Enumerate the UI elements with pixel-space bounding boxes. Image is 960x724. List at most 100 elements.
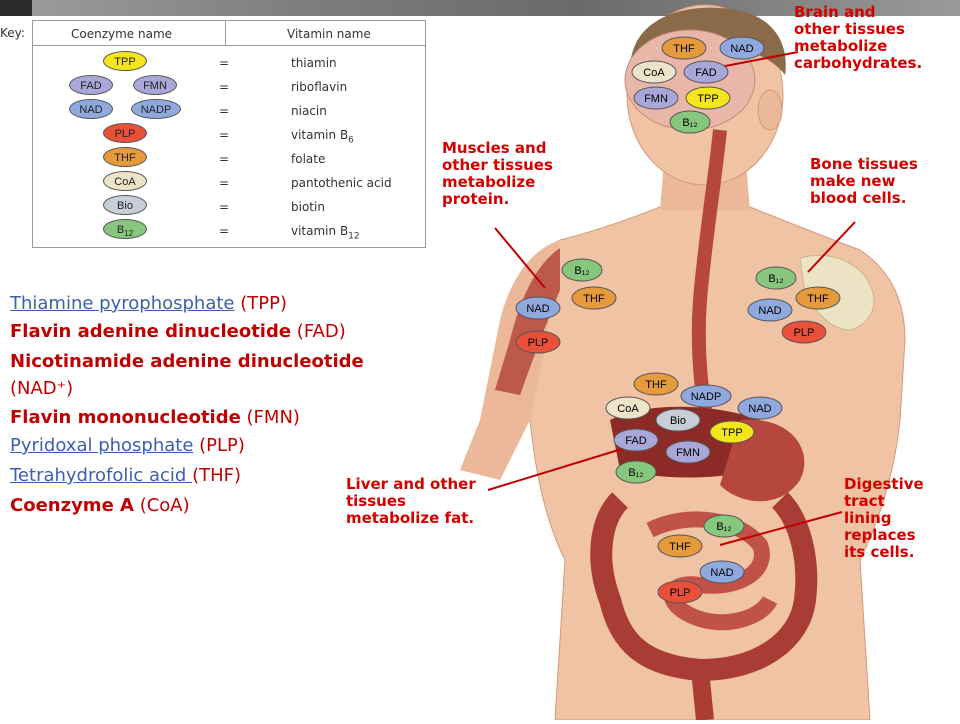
liver-nad-badge	[737, 396, 783, 420]
digestive-coenzyme-cluster: B₁₂ THF NAD PLP	[657, 514, 745, 604]
liver-coa-text: CoA	[617, 403, 639, 415]
fad-full-name: Flavin adenine dinucleotide	[10, 321, 292, 342]
fad-abbreviation: (FAD)	[291, 321, 346, 342]
key-label: Key:	[0, 26, 25, 40]
digestive-plp-badge	[657, 580, 703, 604]
fmn-full-name: Flavin mononucleotide	[10, 407, 241, 428]
muscle-thf-badge	[571, 286, 617, 310]
b12-coenzyme-badge: B12	[103, 219, 147, 239]
leader-line-digestive	[719, 511, 843, 546]
liver-bio-text: Bio	[670, 415, 686, 427]
liver-tpp-badge	[709, 420, 755, 444]
brain-b12-text: B₁₂	[682, 117, 697, 129]
names-line-tpp: Thiamine pyrophosphate (TPP)	[10, 292, 287, 316]
brain-fmn-badge	[633, 86, 679, 110]
brain-thf-badge	[661, 36, 707, 60]
coa-abbreviation: (CoA)	[133, 495, 190, 516]
digestive-thf-text: THF	[669, 541, 691, 553]
leader-line-liver	[487, 447, 626, 491]
muscle-coenzyme-cluster: B₁₂ NAD THF PLP	[515, 258, 617, 354]
brain-nad-badge	[719, 36, 765, 60]
key-row-riboflavin: FAD FMN = riboflavin	[33, 75, 425, 99]
caption-muscles: Muscles and other tissues metabolize pro…	[442, 139, 553, 208]
bone-nad-text: NAD	[758, 305, 781, 317]
key-row-folate: THF = folate	[33, 147, 425, 171]
liver-bio-badge	[655, 408, 701, 432]
names-line-fad: Flavin adenine dinucleotide (FAD)	[10, 320, 346, 344]
nad-abbreviation: (NAD⁺)	[10, 378, 74, 399]
brain-coa-badge	[631, 60, 677, 84]
liver-fad-badge	[613, 428, 659, 452]
bone-coenzyme-cluster: B₁₂ THF NAD PLP	[747, 266, 841, 344]
brain-coa-text: CoA	[643, 67, 665, 79]
liver-coenzyme-cluster: THF NADP CoA NAD Bio TPP FAD FMN B₁₂	[605, 372, 783, 484]
leader-line-brain	[714, 51, 799, 69]
liver-b12-badge	[615, 460, 657, 484]
names-line-plp: Pyridoxal phosphate (PLP)	[10, 434, 245, 458]
key-row-thiamin: TPP = thiamin	[33, 51, 425, 75]
brain-coenzyme-cluster: THF NAD CoA FAD FMN TPP B₁₂	[631, 36, 765, 134]
nad-full-name: Nicotinamide adenine dinucleotide	[10, 351, 364, 372]
bone-b12-text: B₁₂	[768, 273, 783, 285]
key-table: Coenzyme name Vitamin name TPP = thiamin…	[32, 20, 426, 248]
bone-plp-text: PLP	[794, 327, 815, 339]
vitamin-name: vitamin B6	[291, 128, 354, 146]
muscle-plp-badge	[515, 330, 561, 354]
vitamin-column-header: Vitamin name	[287, 27, 371, 41]
bio-coenzyme-badge: Bio	[103, 195, 147, 215]
tpp-abbreviation: (TPP)	[234, 293, 287, 314]
muscle-nad-badge	[515, 296, 561, 320]
equals-sign: =	[219, 104, 230, 118]
nadp-coenzyme-badge: NADP	[131, 99, 181, 119]
muscle-nad-text: NAD	[526, 303, 549, 315]
equals-sign: =	[219, 224, 230, 238]
digestive-nad-badge	[699, 560, 745, 584]
brain-thf-text: THF	[673, 43, 695, 55]
key-row-biotin: Bio = biotin	[33, 195, 425, 219]
vitamin-name: folate	[291, 152, 326, 166]
key-row-pantothenic-acid: CoA = pantothenic acid	[33, 171, 425, 195]
bone-plp-badge	[781, 320, 827, 344]
bone-b12-badge	[755, 266, 797, 290]
liver-b12-text: B₁₂	[628, 467, 643, 479]
brain-fad-badge	[683, 60, 729, 84]
arm-muscle	[495, 248, 560, 395]
key-row-vitamin-b12: B12 = vitamin B12	[33, 219, 425, 243]
fad-coenzyme-badge: FAD	[69, 75, 113, 95]
pyridoxal-phosphate-link[interactable]: Pyridoxal phosphate	[10, 435, 194, 456]
vitamin-name: vitamin B12	[291, 224, 360, 242]
vitamin-name: biotin	[291, 200, 325, 214]
rectum	[691, 669, 714, 721]
equals-sign: =	[219, 128, 230, 142]
names-line-fmn: Flavin mononucleotide (FMN)	[10, 406, 300, 430]
brain-fmn-text: FMN	[644, 93, 668, 105]
thiamine-pyrophosphate-link[interactable]: Thiamine pyrophosphate	[10, 293, 235, 314]
liver-coa-badge	[605, 396, 651, 420]
digestive-nad-text: NAD	[710, 567, 733, 579]
leader-line-muscles	[494, 227, 546, 289]
fmn-coenzyme-badge: FMN	[133, 75, 177, 95]
esophagus	[691, 129, 727, 412]
caption-digestive: Digestive tract lining replaces its cell…	[844, 475, 924, 561]
caption-bone: Bone tissues make new blood cells.	[810, 155, 918, 207]
key-table-header: Coenzyme name Vitamin name	[33, 21, 425, 46]
liver-nadp-text: NADP	[691, 391, 722, 403]
liver-tpp-text: TPP	[721, 427, 742, 439]
vitamin-name: riboflavin	[291, 80, 348, 94]
liver-fmn-badge	[665, 440, 711, 464]
tetrahydrofolic-acid-link[interactable]: Tetrahydrofolic acid	[10, 465, 193, 486]
leader-line-bone	[807, 221, 856, 273]
liver-nadp-badge	[680, 384, 732, 408]
coa-full-name: Coenzyme A	[10, 495, 134, 516]
thf-abbreviation: (THF)	[192, 465, 241, 486]
fmn-abbreviation: (FMN)	[240, 407, 300, 428]
digestive-b12-badge	[703, 514, 745, 538]
body-figure: THF NAD CoA FAD FMN TPP B₁₂ B₁₂ NAD THF …	[430, 0, 960, 721]
brain-b12-badge	[669, 110, 711, 134]
anatomy-illustration: THF NAD CoA FAD FMN TPP B₁₂ B₁₂ NAD THF …	[460, 4, 906, 721]
key-row-vitamin-b6: PLP = vitamin B6	[33, 123, 425, 147]
vitamin-name: niacin	[291, 104, 327, 118]
equals-sign: =	[219, 80, 230, 94]
names-line-coa: Coenzyme A (CoA)	[10, 494, 190, 518]
muscle-thf-text: THF	[583, 293, 605, 305]
